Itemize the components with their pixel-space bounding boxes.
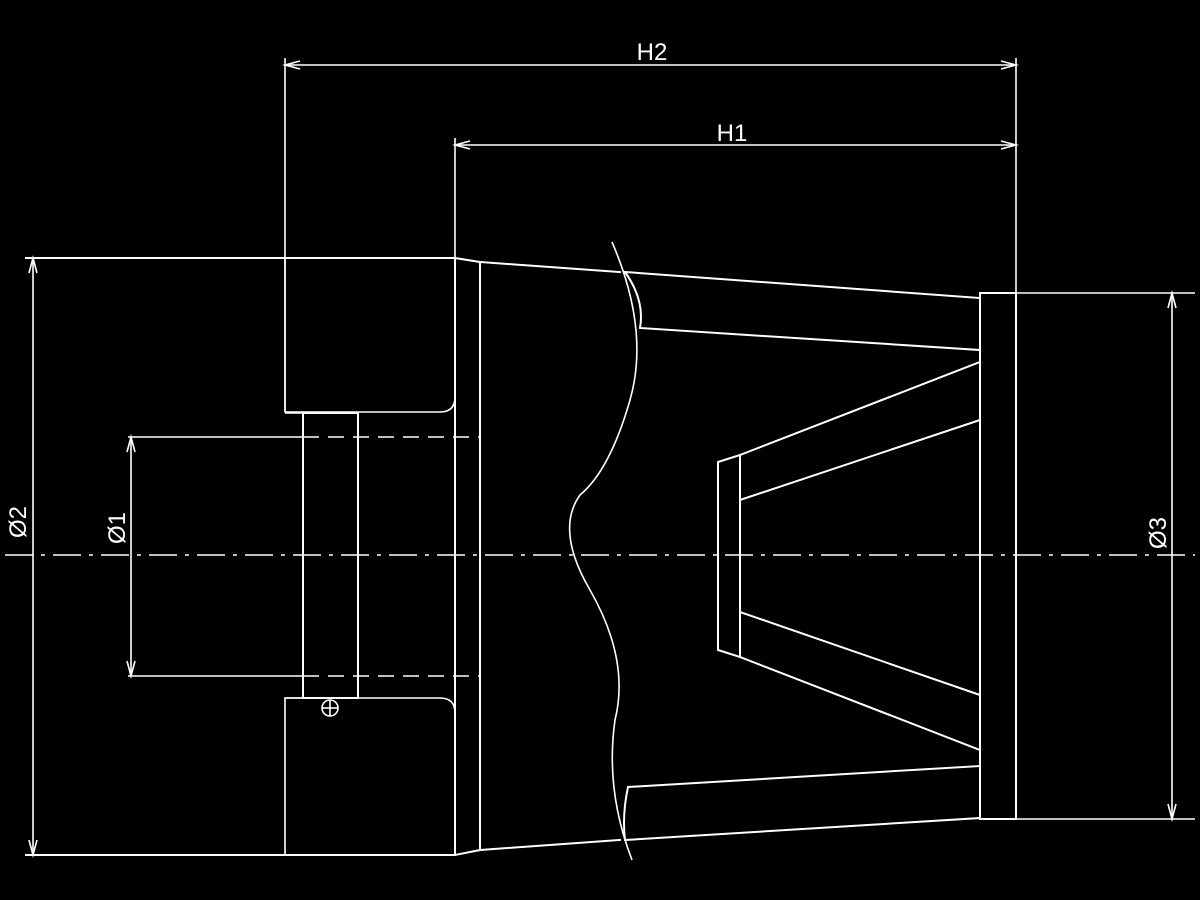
d3-label: Ø3 [1145, 517, 1172, 549]
end-flange [979, 292, 1195, 820]
hatched-outer-wall-top [622, 270, 981, 352]
break-line [568, 241, 638, 861]
tapered-section [478, 241, 638, 861]
inner-pin [128, 412, 480, 717]
hatched-inner-cone-bottom [739, 610, 981, 752]
hatched-cone-tip [717, 453, 741, 659]
left-body [25, 256, 481, 857]
h1-label: H1 [717, 120, 748, 147]
dimension-d2: Ø2 [5, 254, 38, 859]
hatched-outer-wall-bottom [623, 764, 981, 842]
d1-label: Ø1 [104, 512, 131, 544]
h2-label: H2 [637, 39, 668, 66]
hatched-inner-cone-top [739, 360, 981, 502]
dimension-d3: Ø3 [1145, 289, 1177, 823]
dimension-h2: H2 [281, 39, 1020, 412]
dimension-h1: H1 [451, 120, 1020, 258]
dimension-d1: Ø1 [104, 433, 136, 680]
d2-label: Ø2 [5, 506, 32, 538]
